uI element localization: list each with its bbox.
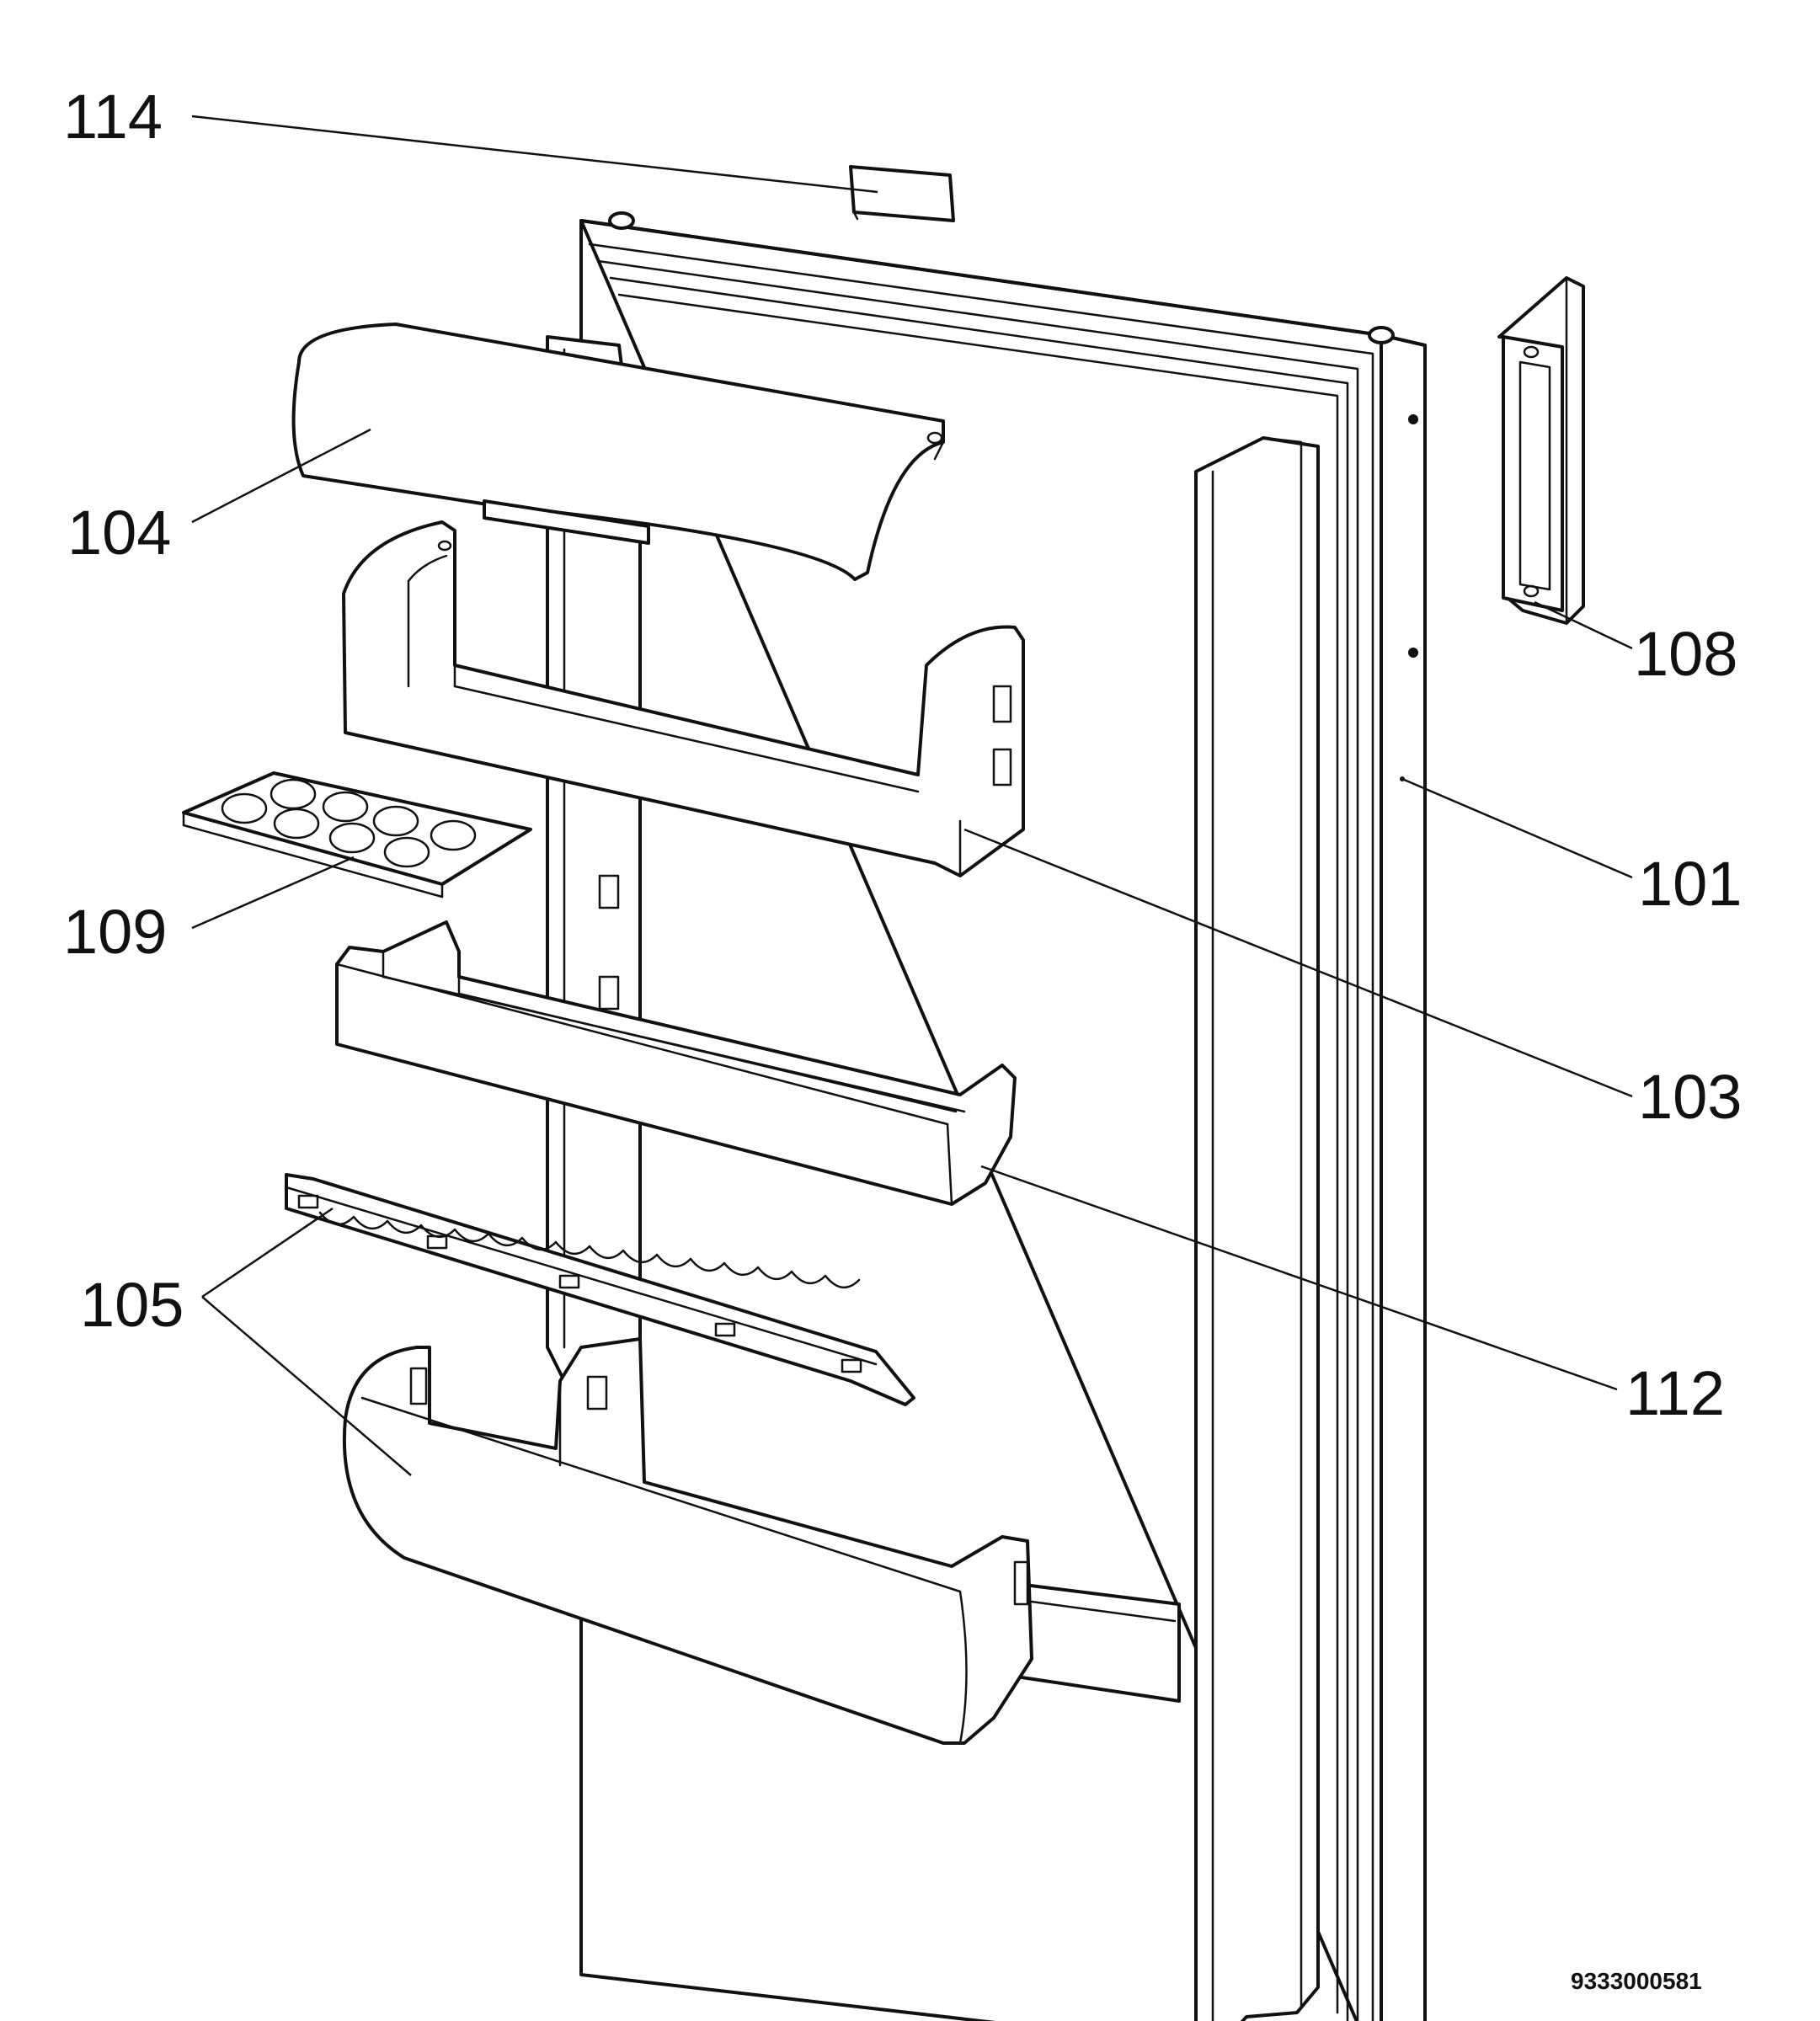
callout-108: 108 [1634,619,1737,689]
part-105-bottom-bin [342,1337,1033,1745]
leader-lines [191,115,1633,1476]
part-109-egg-tray [182,771,532,899]
callout-105: 105 [80,1270,184,1340]
callout-104: 104 [67,498,171,568]
callout-labels: 114 104 108 109 101 103 105 112 93330005… [63,82,1742,1994]
part-112-shelf [335,920,1017,1206]
part-105-rack-strip [285,1173,915,1406]
part-108-handle [1497,276,1585,625]
part-114-cover [849,165,955,222]
callout-112: 112 [1625,1358,1725,1428]
drawing-number: 9333000581 [1571,1968,1702,1994]
part-103-shelf [342,520,1025,877]
callout-114: 114 [63,82,163,152]
callout-103: 103 [1638,1062,1742,1132]
callout-101: 101 [1638,849,1742,919]
door-inner-liner [546,335,1320,2021]
callout-109: 109 [63,897,167,967]
part-104-flap [291,323,945,581]
